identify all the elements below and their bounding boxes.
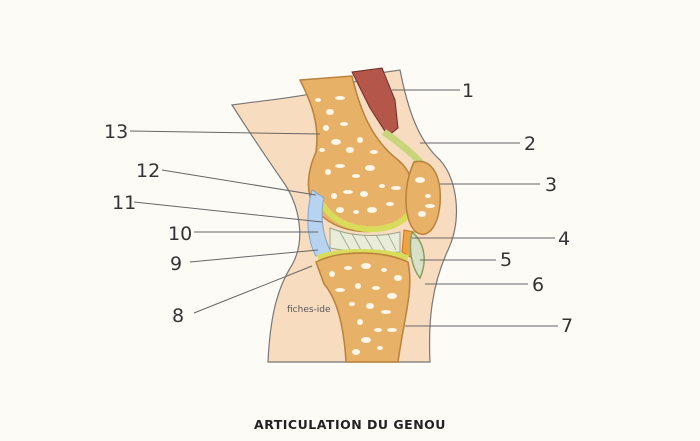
marrow-spot (357, 137, 363, 143)
marrow-spot (319, 148, 325, 152)
ligament-hatching (339, 231, 397, 253)
label-8: 8 (172, 305, 184, 327)
marrow-spot (352, 349, 360, 355)
marrow-spot (344, 266, 352, 270)
page-title: ARTICULATION DU GENOU (254, 417, 446, 432)
marrow-spot (335, 288, 345, 292)
label-12: 12 (136, 160, 160, 182)
marrow-spot (415, 177, 425, 183)
marrow-spot (372, 286, 380, 290)
marrow-spot (360, 191, 368, 197)
marrow-spot (386, 202, 394, 206)
leader-lines (129, 89, 558, 327)
marrow-spot (377, 346, 383, 350)
marrow-spot (361, 263, 371, 269)
marrow-spot (391, 186, 401, 190)
marrow-spot (340, 122, 348, 126)
label-4: 4 (558, 228, 570, 250)
marrow-spot (381, 310, 391, 314)
marrow-spot (425, 194, 431, 198)
label-2: 2 (524, 133, 536, 155)
marrow-spot (343, 190, 353, 194)
marrow-spot (346, 147, 354, 153)
marrow-spot (323, 125, 329, 131)
marrow-spot (374, 328, 382, 332)
marrow-spot (331, 139, 341, 145)
patellar-ligament (409, 230, 425, 280)
tibia-bone (315, 252, 411, 363)
marrow-spot (365, 165, 375, 171)
marrow-spot (366, 303, 374, 309)
marrow-spot (326, 109, 334, 115)
tibial-cartilage (316, 249, 409, 261)
marrow-spot (335, 164, 345, 168)
marrow-spot (418, 211, 426, 217)
label-7: 7 (561, 315, 573, 337)
marrow-spot (349, 302, 355, 306)
quadriceps-muscle (351, 67, 399, 137)
label-6: 6 (532, 274, 544, 296)
marrow-spot (355, 283, 361, 289)
label-11: 11 (112, 192, 136, 214)
marrow-spot (357, 319, 363, 325)
patella-bone (405, 160, 441, 235)
marrow-spots (315, 96, 435, 355)
marrow-spot (315, 98, 321, 102)
marrow-spot (352, 174, 360, 178)
marrow-spot (370, 150, 378, 154)
label-1: 1 (462, 80, 474, 102)
marrow-spot (387, 328, 397, 332)
marrow-spot (387, 293, 397, 299)
label-13: 13 (104, 121, 128, 143)
label-5: 5 (500, 249, 512, 271)
marrow-spot (394, 275, 402, 281)
marrow-spot (336, 207, 344, 213)
marrow-spot (353, 210, 359, 214)
marrow-spot (361, 337, 371, 343)
marrow-spot (379, 184, 385, 188)
marrow-spot (329, 271, 335, 277)
marrow-spot (325, 169, 331, 175)
label-9: 9 (170, 253, 182, 275)
label-3: 3 (545, 174, 557, 196)
marrow-spot (331, 193, 337, 199)
watermark: fiches-ide (287, 305, 331, 315)
label-10: 10 (168, 223, 192, 245)
marrow-spot (425, 204, 435, 208)
marrow-spot (335, 96, 345, 100)
marrow-spot (367, 207, 377, 213)
marrow-spot (381, 268, 387, 272)
